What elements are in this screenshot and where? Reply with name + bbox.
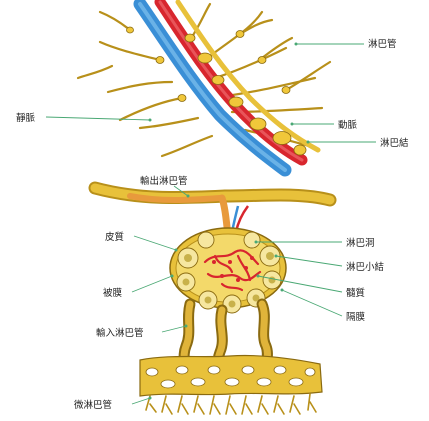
label-membrane: 隔膜 bbox=[346, 312, 366, 323]
label-artery: 動脈 bbox=[338, 119, 358, 131]
label-lymph-vessel: 淋巴管 bbox=[368, 38, 397, 50]
label-nodule: 淋巴小結 bbox=[346, 261, 385, 273]
efferent-lymph-vessel bbox=[95, 188, 330, 234]
label-afferent-vessel: 輸入淋巴管 bbox=[96, 327, 144, 339]
label-cortex: 皮質 bbox=[105, 231, 124, 243]
label-capsule: 被膜 bbox=[103, 287, 123, 299]
label-efferent-vessel: 輸出淋巴管 bbox=[140, 175, 188, 187]
label-medulla: 髓質 bbox=[346, 287, 365, 299]
label-lymph-node: 淋巴結 bbox=[380, 137, 409, 149]
lymph-capillary-network bbox=[140, 355, 322, 414]
vessel-bundle bbox=[78, 2, 330, 170]
labels: 淋巴管 靜脈 動脈 淋巴結 輸出淋巴管 皮質 被膜 輸入淋巴管 微淋巴管 淋巴洞… bbox=[16, 38, 409, 411]
label-sinus: 淋巴洞 bbox=[346, 237, 375, 249]
label-vein: 靜脈 bbox=[16, 112, 36, 124]
label-capillary: 微淋巴管 bbox=[74, 399, 112, 411]
vein-vessel bbox=[140, 4, 285, 170]
